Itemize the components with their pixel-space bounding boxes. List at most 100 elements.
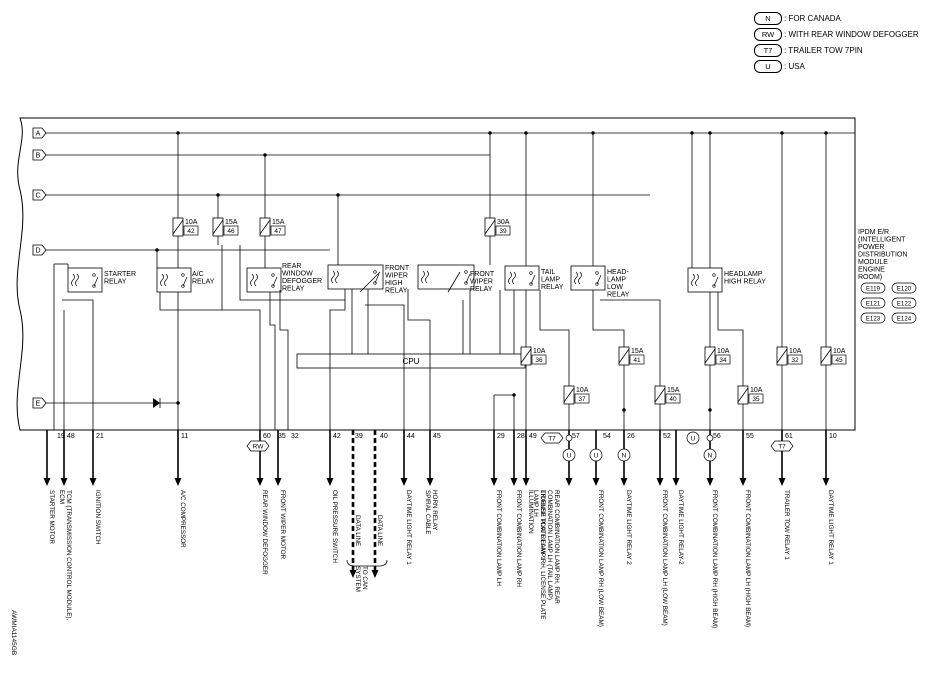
connector-e119: E119 — [860, 282, 886, 294]
pin-44: 44 — [407, 433, 415, 440]
relay-contact — [181, 284, 185, 288]
legend-text: : TRAILER TOW 7PIN — [784, 45, 863, 55]
option-tag-label: T7 — [778, 444, 786, 451]
relay-coil-icon — [508, 271, 516, 285]
fuse-num-box — [715, 354, 731, 365]
figure-id: AWMIA1145GB — [10, 610, 17, 655]
wire — [159, 292, 261, 430]
legend-row: U: USA — [754, 58, 924, 74]
option-rw: RW — [246, 440, 270, 452]
wire — [279, 290, 289, 430]
legend-row: RW: WITH REAR WINDOW DEFOGGER — [754, 26, 924, 42]
junction-dot — [708, 131, 712, 135]
relay-contact — [712, 284, 716, 288]
option-tag — [562, 448, 576, 462]
label-line: RELAY — [470, 286, 493, 293]
fuse-num-box — [223, 225, 239, 236]
wire — [717, 292, 744, 380]
legend-tag: RW — [754, 27, 782, 41]
fuse-amp: 10A — [533, 348, 546, 355]
fuse-num: 35 — [752, 396, 760, 403]
connector-label: E123 — [866, 316, 881, 323]
output-label: REAR COMBINATION LAMP RH, REARCOMBINATIO… — [532, 490, 560, 619]
output-label: FRONT WIPER MOTOR — [279, 490, 286, 559]
output-arrow-icon — [256, 478, 264, 486]
label-line: DATA LINE — [354, 515, 361, 546]
label-line: HEADLAMP — [724, 271, 763, 278]
output-arrow-icon — [620, 478, 628, 486]
pin-49: 49 — [529, 433, 537, 440]
junction-dot — [524, 131, 528, 135]
output-arrow-icon — [426, 478, 434, 486]
connector-tag — [891, 297, 917, 309]
relay-switch — [713, 276, 719, 287]
relay-contact — [464, 270, 468, 274]
pin-19: 19 — [57, 433, 65, 440]
relay-contact — [373, 281, 377, 285]
relay-5 — [417, 264, 475, 290]
pin-48: 48 — [67, 433, 75, 440]
label-line: HEAD- — [607, 269, 629, 276]
fuse-num-box — [831, 354, 847, 365]
connector-e123: E123 — [860, 312, 886, 324]
output-arrow-icon — [706, 478, 714, 486]
option-tag — [540, 432, 564, 444]
fuse-num: 37 — [578, 396, 586, 403]
option-tag — [770, 440, 794, 452]
output-label: A/C COMPRESSOR — [179, 490, 186, 548]
label-line: ENGINE — [858, 267, 885, 274]
relay-6 — [504, 265, 540, 291]
relay-3 — [246, 267, 282, 293]
output-label: DAYTIME LIGHT RELAY 1 — [827, 490, 834, 565]
label-line: LAMP LH — [532, 490, 539, 517]
option-tag — [703, 448, 717, 462]
legend-text: : FOR CANADA — [784, 13, 841, 23]
fuse-element — [259, 219, 271, 235]
output-label: DAYTIME LIGHT RELAY 1 — [405, 490, 412, 565]
relay-4 — [327, 264, 384, 290]
relay-contact — [595, 271, 599, 275]
connector-tag — [891, 282, 917, 294]
wiper-switch-arm — [359, 271, 381, 293]
output-arrow-icon — [522, 478, 530, 486]
bus-marker-e: E — [32, 397, 47, 409]
pin-55: 55 — [746, 433, 754, 440]
label-line: (INTELLIGENT — [858, 237, 906, 244]
pin-52: 52 — [663, 433, 671, 440]
relay-coil-icon — [250, 273, 258, 287]
output-label: REAR WINDOW DEFOGGER — [261, 490, 268, 575]
wire — [239, 245, 345, 301]
pin-45: 45 — [433, 433, 441, 440]
fuse-element — [172, 219, 184, 235]
pin-35: 35 — [278, 433, 286, 440]
junction-dot — [690, 131, 694, 135]
bus-marker-a: A — [32, 127, 47, 139]
wire — [62, 299, 94, 430]
fuse-num-box — [270, 225, 286, 236]
label-line: HIGH — [385, 280, 403, 287]
fuse-element — [520, 348, 532, 364]
fuse-element — [484, 219, 496, 235]
option-tag-label: RW — [253, 444, 265, 451]
fuse-amp: 30A — [497, 219, 510, 226]
label-line: ROOM) — [858, 274, 882, 281]
option-tag-label: N — [622, 453, 627, 460]
output-label: TRAILER TOW RELAY 1 — [783, 490, 790, 560]
relay-7 — [570, 265, 606, 291]
bus-tag — [32, 127, 47, 139]
label-line: RELAY — [541, 284, 564, 291]
option-tag-label: T7 — [548, 436, 556, 443]
relay-contact — [92, 273, 96, 277]
output-label: FRONT COMBINATION LAMP RH (HIGH BEAM) — [711, 490, 718, 628]
relay-contact — [373, 270, 377, 274]
output-label: FRONT COMBINATION LAMP LH (LOW BEAM) — [661, 490, 668, 626]
